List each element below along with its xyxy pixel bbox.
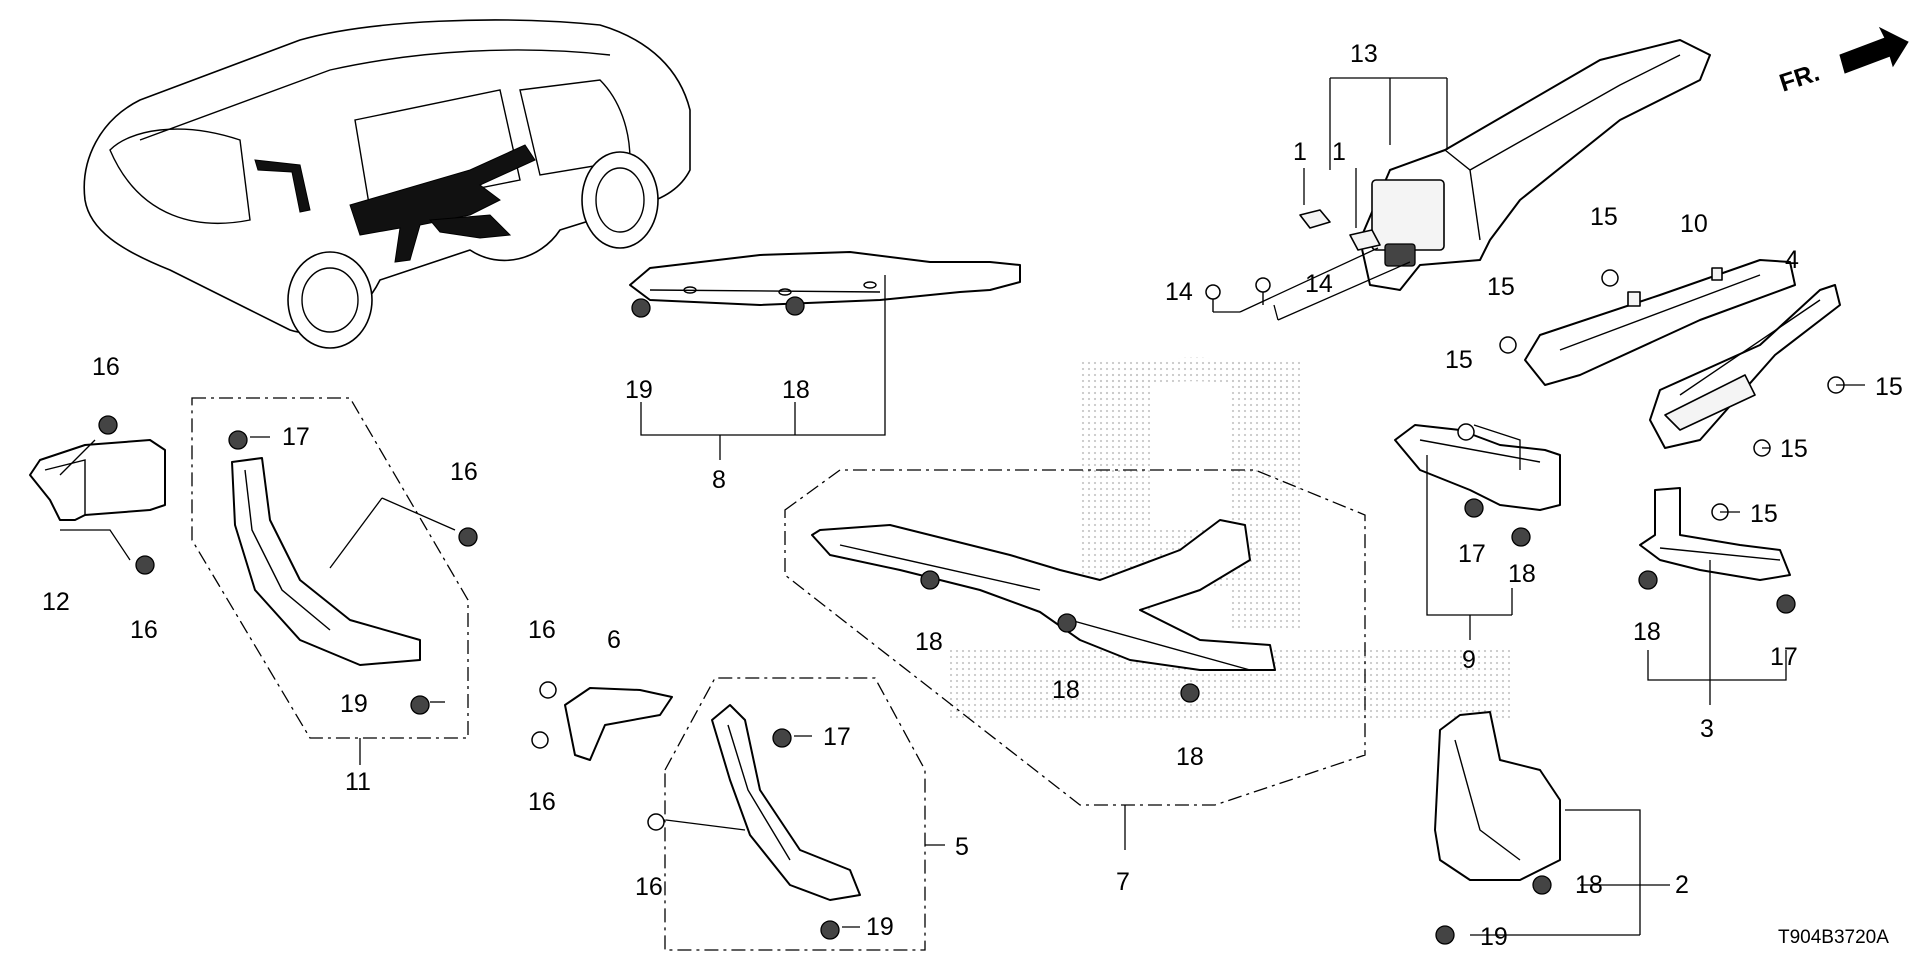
callout-15: 15 — [1750, 500, 1778, 528]
callout-19: 19 — [625, 376, 653, 404]
callout-18: 18 — [1176, 743, 1204, 771]
diagram-code: T904B3720A — [1778, 927, 1889, 948]
callout-9: 9 — [1462, 646, 1476, 674]
callout-18: 18 — [1575, 871, 1603, 899]
callout-4: 4 — [1785, 246, 1799, 274]
callout-8: 8 — [712, 466, 726, 494]
callout-18: 18 — [1633, 618, 1661, 646]
callout-14: 14 — [1165, 278, 1193, 306]
part-11-duct — [231, 457, 421, 666]
part-4-duct — [1649, 284, 1841, 449]
callout-16: 16 — [528, 788, 556, 816]
callout-15: 15 — [1445, 346, 1473, 374]
part-13-duct — [1299, 39, 1711, 291]
callout-16: 16 — [450, 458, 478, 486]
callout-15: 15 — [1487, 273, 1515, 301]
part-2-duct — [1434, 711, 1561, 881]
callout-15: 15 — [1875, 373, 1903, 401]
part-6-bracket — [564, 687, 673, 761]
callout-2: 2 — [1675, 871, 1689, 899]
callout-10: 10 — [1680, 210, 1708, 238]
front-direction-indicator: FR. — [1776, 26, 1909, 98]
callout-16: 16 — [635, 873, 663, 901]
part-12-bracket — [29, 439, 166, 521]
callout-18: 18 — [1508, 560, 1536, 588]
callout-16: 16 — [92, 353, 120, 381]
callout-15: 15 — [1780, 435, 1808, 463]
callout-17: 17 — [823, 723, 851, 751]
part-9-bracket — [1394, 424, 1561, 511]
callout-19: 19 — [1480, 923, 1508, 951]
fasteners — [98, 269, 1845, 945]
part-3-bracket — [1639, 487, 1791, 581]
front-marker-label: FR. — [1776, 59, 1823, 98]
callout-5: 5 — [955, 833, 969, 861]
callout-12: 12 — [42, 588, 70, 616]
callout-11: 11 — [345, 768, 371, 796]
callout-18: 18 — [915, 628, 943, 656]
callout-3: 3 — [1700, 715, 1714, 743]
callout-labels: 13 1 1 14 14 10 4 15 15 15 15 15 15 8 19… — [42, 40, 1903, 951]
callout-6: 6 — [607, 626, 621, 654]
part-10-duct — [1524, 259, 1796, 386]
part-5-duct — [711, 704, 861, 901]
callout-18: 18 — [1052, 676, 1080, 704]
callout-17: 17 — [1770, 643, 1798, 671]
part-7-bracket — [811, 519, 1276, 671]
callout-15: 15 — [1590, 203, 1618, 231]
callout-16: 16 — [130, 616, 158, 644]
part-8-bracket — [629, 251, 1021, 306]
callout-17: 17 — [1458, 540, 1486, 568]
callout-19: 19 — [340, 690, 368, 718]
callout-7: 7 — [1116, 868, 1130, 896]
callout-19: 19 — [866, 913, 894, 941]
callout-16: 16 — [528, 616, 556, 644]
callout-18: 18 — [782, 376, 810, 404]
leader-lines — [59, 77, 1865, 951]
callout-1: 1 — [1332, 138, 1346, 166]
callout-14: 14 — [1305, 270, 1333, 298]
callout-17: 17 — [282, 423, 310, 451]
vehicle-overview — [83, 19, 691, 349]
callout-1: 1 — [1293, 138, 1307, 166]
callout-13: 13 — [1350, 40, 1378, 68]
